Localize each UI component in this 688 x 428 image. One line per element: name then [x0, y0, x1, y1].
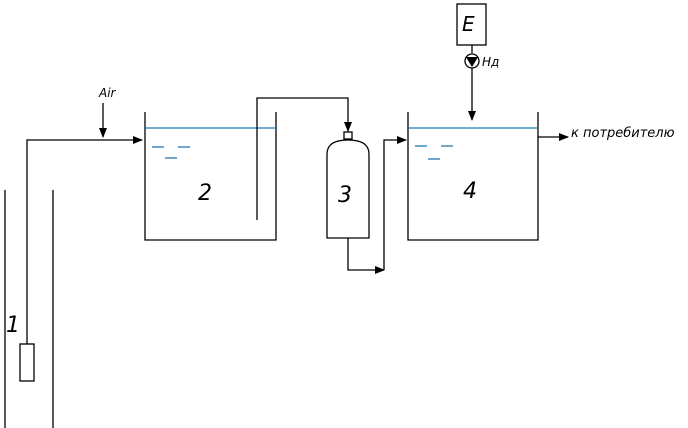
dosing-pump-icon [464, 53, 480, 69]
reagent-box-label: E [462, 12, 475, 36]
well-pump [19, 343, 35, 382]
pipe-to-clean-tank [383, 136, 407, 270]
aerator-number: 2 [198, 181, 212, 206]
pipe-filter-out [347, 238, 385, 274]
aerator-tank [144, 112, 277, 241]
pipe-well-to-aerator [26, 136, 143, 344]
pipe-aerator-to-filter [256, 97, 352, 220]
well-number: 1 [6, 313, 20, 338]
clean-water-tank [407, 112, 539, 241]
well [4, 190, 54, 428]
tank-number: 4 [463, 179, 477, 204]
filter-number: 3 [338, 183, 352, 208]
air-label: Air [98, 86, 117, 100]
dosing-pump-label: Нд [482, 55, 499, 69]
filter-vessel [326, 131, 370, 239]
consumer-label: к потребителю [571, 126, 675, 141]
